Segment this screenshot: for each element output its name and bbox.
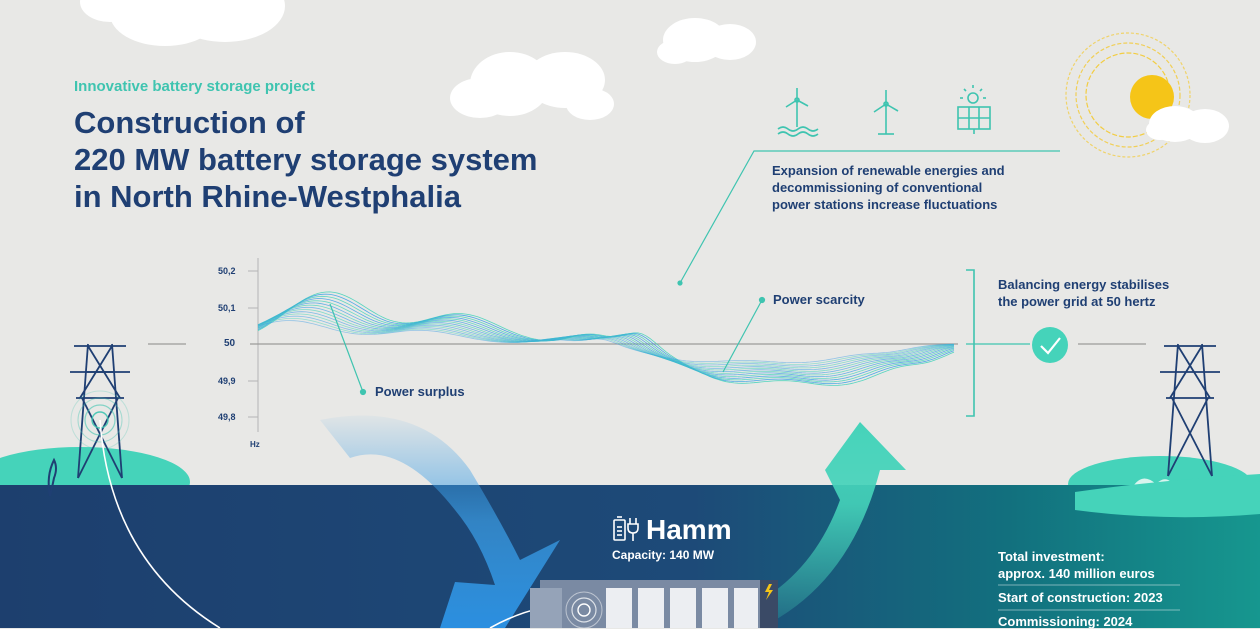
power-surplus-label: Power surplus [375, 384, 465, 399]
power-pylon-icon [70, 343, 130, 479]
frequency-axis [248, 258, 259, 432]
signal-rings [565, 591, 603, 628]
fact-commissioning: Commissioning: 2024 [998, 614, 1133, 629]
note-line: the power grid at 50 hertz [998, 294, 1156, 309]
cloud [80, 0, 285, 46]
wave-hatch-line [257, 309, 955, 372]
note-line: decommissioning of conventional [772, 180, 983, 195]
balancing-bracket [966, 269, 975, 417]
wave-hatch-line [257, 291, 955, 386]
site-name: Hamm [646, 514, 732, 545]
tick-label: 49,9 [218, 376, 236, 386]
grassland [1075, 474, 1260, 518]
signal-rings [70, 390, 130, 450]
site-capacity: Capacity: 140 MW [612, 548, 715, 562]
tick-label: 50 [224, 338, 236, 349]
sun-icon [1065, 32, 1191, 158]
frequency-fluctuation-wave [257, 291, 955, 386]
wave-hatch-line [257, 318, 955, 365]
cloud [450, 52, 614, 120]
reed-plant [47, 457, 57, 497]
axis-unit: Hz [250, 440, 260, 449]
title-line: 220 MW battery storage system [74, 142, 538, 177]
page-title: Construction of 220 MW battery storage s… [74, 104, 674, 215]
note-line: Expansion of renewable energies and [772, 163, 1005, 178]
offshore-wind-turbine-icon [777, 88, 819, 137]
tick-label: 49,8 [218, 412, 236, 422]
fact-investment: Total investment: approx. 140 million eu… [998, 548, 1155, 582]
note-line: power stations increase fluctuations [772, 197, 998, 212]
power-scarcity-label: Power scarcity [773, 292, 865, 307]
note-line: Balancing energy stabilises [998, 277, 1170, 292]
fact-line: Total investment: [998, 549, 1105, 564]
wave-hatch-line [257, 320, 955, 363]
wave-hatch-line [257, 313, 955, 369]
title-line: in North Rhine-Westphalia [74, 179, 461, 214]
discharging-arrow [680, 422, 906, 628]
charging-arrow [320, 415, 560, 628]
expansion-note: Expansion of renewable energies and deco… [772, 162, 1072, 213]
fact-construction: Start of construction: 2023 [998, 590, 1163, 605]
pointer-line [329, 296, 766, 396]
solar-panel-icon [957, 85, 991, 134]
checkmark-icon [1032, 327, 1068, 363]
wind-turbine-icon [873, 90, 899, 135]
battery-storage-unit [530, 580, 778, 628]
fact-line: approx. 140 million euros [998, 566, 1155, 581]
power-pylon-icon [1160, 343, 1220, 477]
balancing-note: Balancing energy stabilises the power gr… [998, 276, 1198, 310]
pointer-line [677, 150, 1060, 286]
kicker: Innovative battery storage project [74, 78, 315, 95]
cloud [1146, 106, 1229, 143]
tick-label: 50,2 [218, 266, 236, 276]
battery-plug-icon [613, 516, 639, 541]
title-line: Construction of [74, 105, 305, 140]
tick-label: 50,1 [218, 303, 236, 313]
wave-hatch-line [257, 315, 955, 367]
cloud [657, 18, 756, 64]
